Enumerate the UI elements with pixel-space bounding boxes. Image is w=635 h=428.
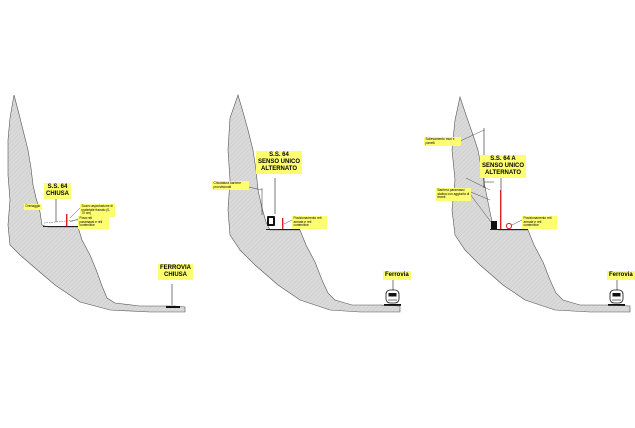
traffic-light-lens — [269, 218, 273, 224]
removal-label: Scavo asportazione di materiale franato … — [80, 204, 115, 218]
nets-leader — [283, 219, 293, 225]
railway-track — [166, 306, 180, 308]
nets-label-3: Posizionamento reti armate e reti conten… — [522, 216, 557, 230]
panel-2 — [227, 94, 401, 313]
static-barrier-leader — [469, 193, 492, 223]
barrier-red — [66, 214, 68, 226]
rockfall-leader — [69, 218, 79, 223]
signal-disc — [505, 222, 513, 230]
railway-label-3: Ferrovia — [607, 271, 635, 280]
static-barrier-label: Barriera paramassi statica con aggiunta … — [436, 188, 471, 202]
road-status-label-3: S.S. 64 A SENSO UNICO ALTERNATO — [480, 155, 527, 178]
debris-removal-line — [43, 219, 79, 224]
panel-1 — [7, 94, 186, 313]
terrain-section — [7, 94, 186, 313]
barrier-red — [500, 190, 502, 229]
train-icon — [608, 289, 625, 306]
terrain-section — [227, 94, 401, 313]
barrier-label: Chiodatura barriere provvisionali — [212, 181, 249, 191]
tie-rod — [465, 177, 491, 191]
railway-status-label-1: FERROVIA CHIUSA — [158, 264, 194, 280]
drainage-label: Drenaggio — [24, 204, 42, 210]
static-barrier — [491, 221, 497, 229]
removal-leader — [69, 207, 81, 219]
wall-label: Sollevamento muri e panelli — [424, 137, 461, 147]
barrier-red — [282, 218, 284, 229]
road-status-label-1: S.S. 64 CHIUSA — [44, 183, 72, 199]
train-icon — [384, 289, 401, 306]
terrain-section — [451, 95, 631, 313]
rockfall-label: Posa reti paramassi e reti contenitive — [78, 216, 109, 230]
nets-leader — [511, 219, 523, 226]
railway-label-2: Ferrovia — [383, 271, 411, 280]
wall-leader — [457, 129, 485, 143]
nets-label-2: Posizionamento reti armate e reti conten… — [292, 216, 327, 230]
road-status-label-2: S.S. 64 SENSO UNICO ALTERNATO — [256, 151, 303, 174]
panel-3 — [451, 95, 631, 313]
